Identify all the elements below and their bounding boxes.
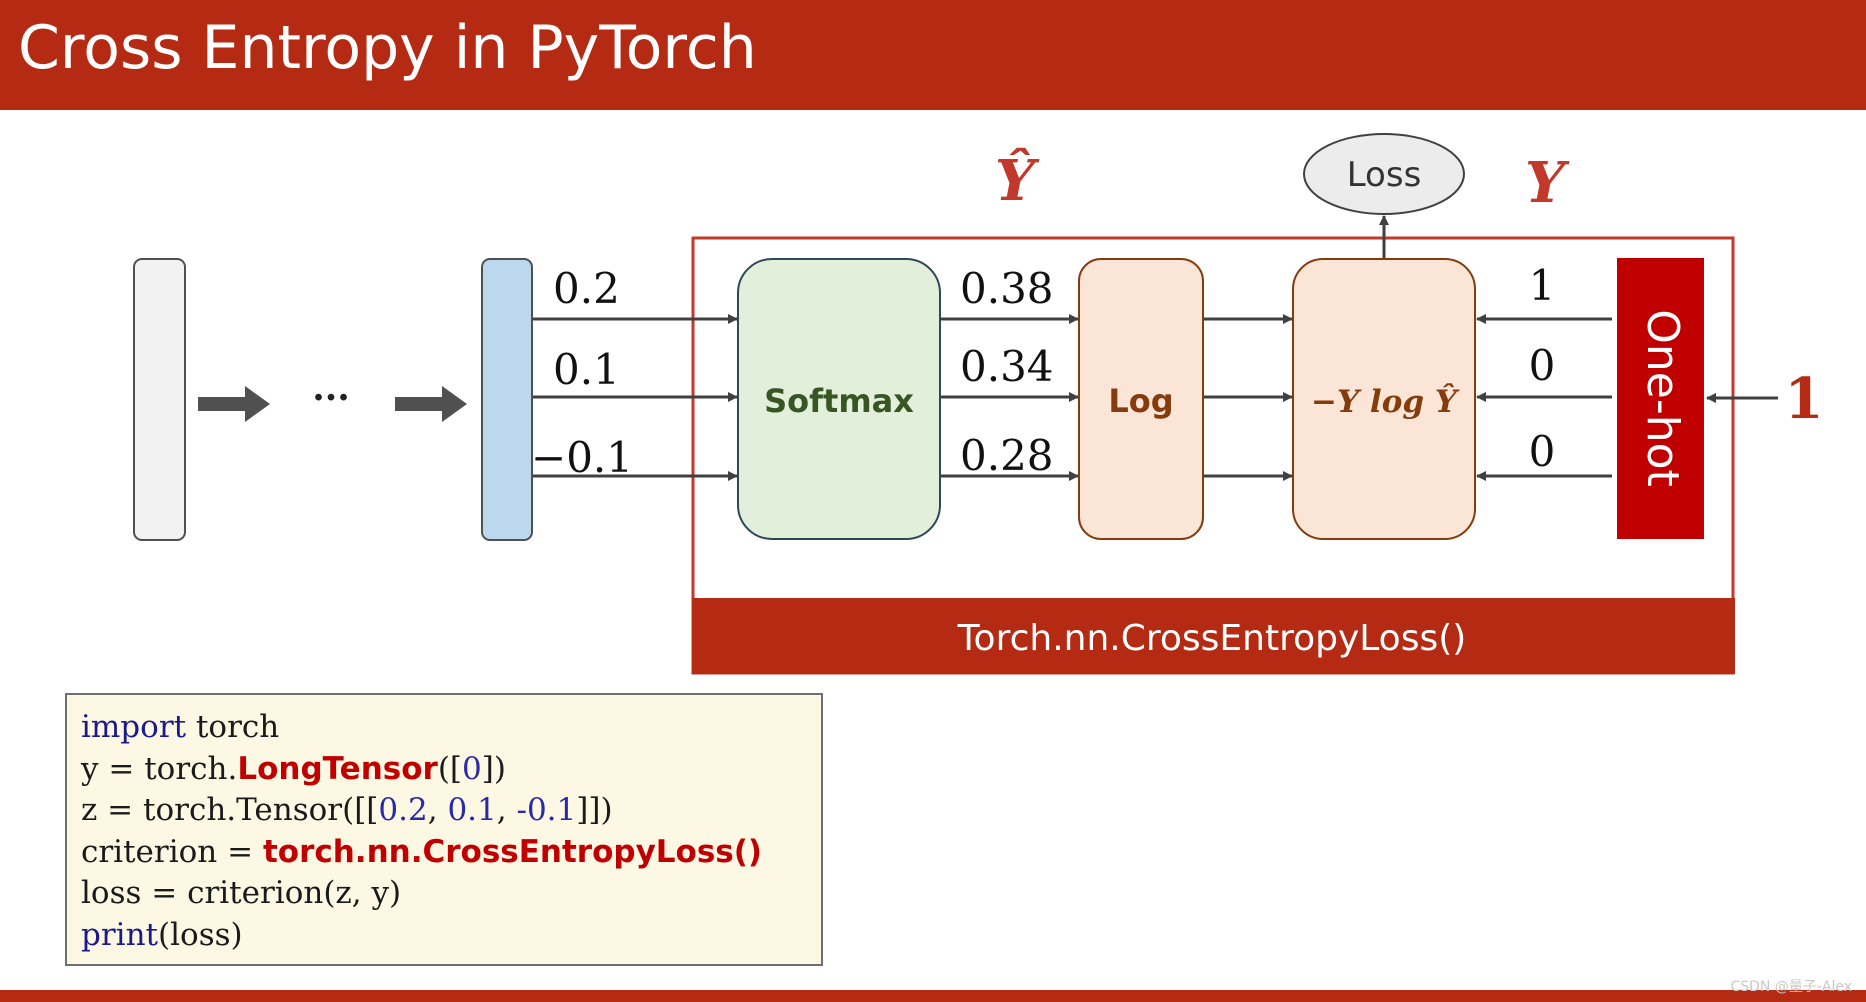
input-layer	[133, 258, 186, 541]
code-number: -0.1	[516, 792, 577, 828]
code-text: ,	[427, 792, 448, 828]
probability-value: 0.34	[960, 342, 1054, 391]
y-log-y-hat-label: −Y log Ŷ	[1311, 382, 1460, 420]
code-line: print(loss)	[81, 915, 807, 957]
code-snippet: import torch y = torch.LongTensor([0]) z…	[65, 693, 823, 966]
code-line: import torch	[81, 707, 807, 749]
one-hot-label: One-hot	[1637, 309, 1688, 487]
code-number: 0.1	[447, 792, 497, 828]
one-hot-value: 1	[1529, 261, 1556, 310]
code-text: (loss)	[158, 916, 243, 953]
y-log-y-hat-box	[1292, 258, 1476, 540]
ellipsis: ···	[312, 377, 350, 419]
code-line: criterion = torch.nn.CrossEntropyLoss()	[81, 832, 807, 874]
loss-node	[1303, 133, 1465, 215]
code-text: ,	[496, 792, 517, 828]
page-title: Cross Entropy in PyTorch	[18, 13, 757, 83]
code-text: criterion =	[81, 833, 263, 870]
code-highlight: torch.nn.CrossEntropyLoss()	[262, 833, 763, 870]
code-number: 0	[462, 750, 482, 787]
y-label: Y	[1525, 150, 1570, 216]
footer-bar	[0, 990, 1866, 1002]
target-class-label: 1	[1785, 366, 1824, 432]
forward-arrow-2	[395, 386, 467, 422]
module-label-bar	[692, 598, 1735, 674]
one-hot-block	[1617, 258, 1704, 539]
y-hat-label: Ŷ	[995, 147, 1040, 214]
code-text: ])	[481, 750, 506, 787]
code-keyword: print	[81, 916, 159, 953]
one-hot-value: 0	[1529, 341, 1556, 390]
module-label: Torch.nn.CrossEntropyLoss()	[957, 618, 1467, 659]
code-number: 0.2	[378, 792, 428, 828]
loss-label: Loss	[1347, 155, 1422, 195]
code-text: ([	[437, 750, 463, 787]
probability-value: 0.28	[960, 431, 1054, 480]
code-text: ]])	[576, 792, 613, 828]
logit-value: 0.1	[553, 345, 620, 394]
watermark: CSDN @量子-Alex	[1730, 979, 1852, 995]
code-text: z = torch.Tensor([[	[81, 792, 379, 828]
log-box	[1078, 258, 1204, 540]
logit-value: −0.1	[531, 433, 633, 482]
softmax-box	[737, 258, 941, 540]
code-line: loss = criterion(z, y)	[81, 873, 807, 915]
code-highlight: LongTensor	[237, 750, 438, 787]
code-line: y = torch.LongTensor([0])	[81, 749, 807, 791]
title-bar: Cross Entropy in PyTorch	[0, 0, 1866, 110]
one-hot-value: 0	[1529, 427, 1556, 476]
code-text: loss = criterion(z, y)	[81, 875, 402, 911]
code-keyword: import	[81, 709, 187, 745]
logit-value: 0.2	[553, 264, 620, 313]
probability-value: 0.38	[960, 264, 1054, 313]
code-text: torch	[186, 709, 280, 745]
softmax-label: Softmax	[764, 382, 914, 420]
logits-layer	[481, 258, 533, 541]
code-text: y = torch.	[81, 750, 238, 787]
forward-arrow-1	[198, 386, 270, 422]
code-line: z = torch.Tensor([[0.2, 0.1, -0.1]])	[81, 790, 807, 832]
log-label: Log	[1108, 382, 1173, 420]
